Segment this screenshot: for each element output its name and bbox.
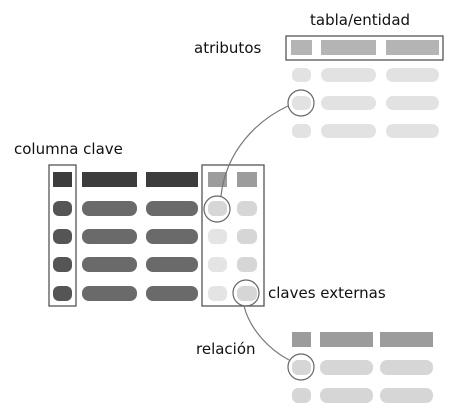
main-row1-cell1 bbox=[82, 201, 137, 216]
main-row4-key bbox=[53, 286, 72, 301]
top-header-col1 bbox=[321, 40, 376, 55]
attributes-outline bbox=[285, 35, 444, 61]
main-row3-fk1 bbox=[208, 257, 227, 272]
table-entity-label: tabla/entidad bbox=[310, 11, 410, 29]
main-row4-fk1 bbox=[208, 286, 227, 301]
main-row1-cell2 bbox=[146, 201, 198, 216]
top-header-key bbox=[291, 40, 312, 55]
bottom-row1-key bbox=[292, 360, 311, 375]
main-row1-key bbox=[53, 201, 72, 216]
connector-bottom bbox=[243, 305, 290, 361]
main-row3-fk2 bbox=[237, 257, 257, 272]
bottom-key-highlight-circle bbox=[287, 353, 315, 381]
main-row3-cell1 bbox=[82, 257, 137, 272]
bottom-header-col1 bbox=[320, 332, 373, 347]
connector-top bbox=[220, 105, 289, 197]
main-row2-cell1 bbox=[82, 229, 137, 244]
main-row4-fk2 bbox=[237, 286, 257, 301]
bottom-row2-cell2 bbox=[380, 388, 433, 403]
main-row1-fk2 bbox=[237, 201, 257, 216]
main-row1-fk1 bbox=[208, 201, 227, 216]
bottom-header-col2 bbox=[380, 332, 433, 347]
top-row1-key bbox=[292, 68, 311, 82]
top-row3-cell1 bbox=[321, 124, 376, 138]
top-key-highlight-circle bbox=[287, 89, 315, 117]
bottom-table: relación bbox=[196, 332, 433, 403]
bottom-row1-cell2 bbox=[380, 360, 433, 375]
bottom-row2-cell1 bbox=[320, 388, 373, 403]
fk1-highlight-circle bbox=[203, 195, 231, 223]
relation-label: relación bbox=[196, 340, 256, 358]
main-row4-cell2 bbox=[146, 286, 198, 301]
main-table: columna clave clav bbox=[14, 140, 386, 307]
top-row2-cell2 bbox=[386, 96, 439, 110]
key-column-outline bbox=[48, 164, 77, 307]
main-header-key bbox=[53, 172, 72, 187]
top-row2-cell1 bbox=[321, 96, 376, 110]
main-header-col1 bbox=[82, 172, 137, 187]
top-row1-cell1 bbox=[321, 68, 376, 82]
top-table: tabla/entidad atributos bbox=[194, 11, 444, 138]
main-header-fk1 bbox=[208, 172, 227, 187]
bottom-row2-key bbox=[292, 388, 311, 403]
bottom-header-key bbox=[292, 332, 311, 347]
main-row2-fk1 bbox=[208, 229, 227, 244]
top-row3-key bbox=[292, 124, 311, 138]
main-row2-key bbox=[53, 229, 72, 244]
main-row2-fk2 bbox=[237, 229, 257, 244]
main-row2-cell2 bbox=[146, 229, 198, 244]
attributes-label: atributos bbox=[194, 39, 261, 57]
foreign-keys-outline bbox=[201, 164, 265, 307]
bottom-row1-cell1 bbox=[320, 360, 373, 375]
top-row1-cell2 bbox=[386, 68, 439, 82]
main-header-fk2 bbox=[237, 172, 257, 187]
main-row4-cell1 bbox=[82, 286, 137, 301]
main-row3-cell2 bbox=[146, 257, 198, 272]
fk2-highlight-circle bbox=[232, 279, 260, 307]
main-row3-key bbox=[53, 257, 72, 272]
top-row3-cell2 bbox=[386, 124, 439, 138]
main-header-col2 bbox=[146, 172, 198, 187]
top-header-col2 bbox=[386, 40, 439, 55]
key-column-label: columna clave bbox=[14, 140, 123, 158]
foreign-keys-label: claves externas bbox=[268, 284, 386, 302]
top-row2-key bbox=[292, 96, 311, 110]
